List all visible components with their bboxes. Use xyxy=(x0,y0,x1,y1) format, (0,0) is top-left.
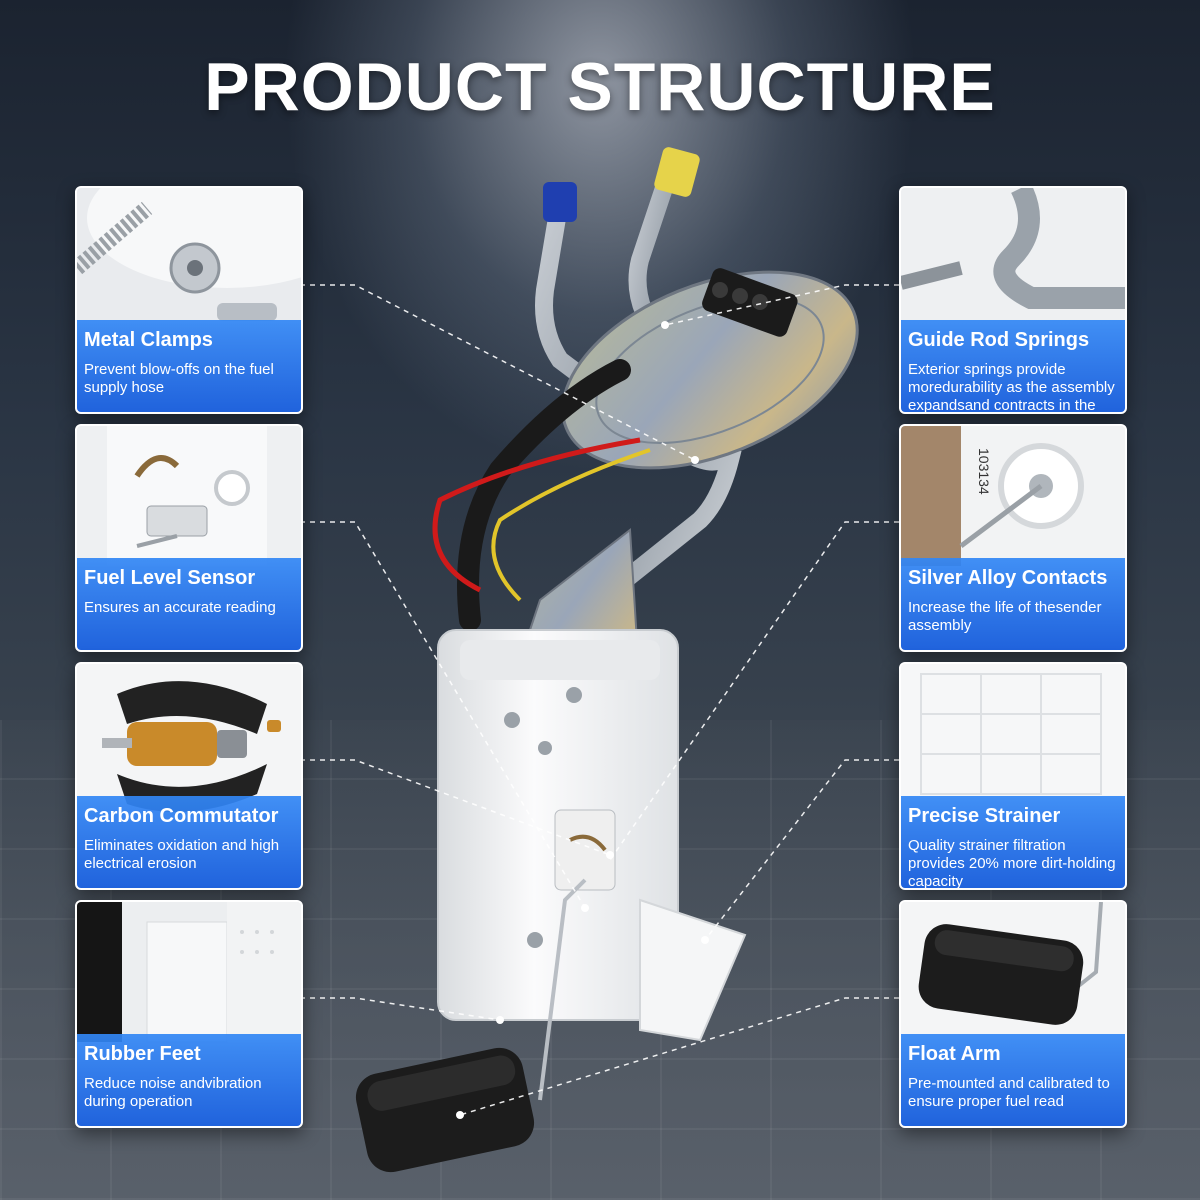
feature-panel xyxy=(901,796,1125,888)
feature-panel xyxy=(77,1034,301,1126)
feature-title: Metal Clamps xyxy=(84,329,213,351)
feature-title: Silver Alloy Contacts xyxy=(908,567,1108,589)
feature-card-metal-clamps: Metal Clamps Prevent blow-offs on the fu… xyxy=(75,186,303,414)
feature-panel xyxy=(901,1034,1125,1126)
feature-title: Fuel Level Sensor xyxy=(84,567,256,589)
feature-panel xyxy=(77,796,301,888)
feature-card-fuel-level-sensor: Fuel Level Sensor Ensures an accurate re… xyxy=(75,424,303,652)
feature-description: Prevent blow-offs on the fuel supply hos… xyxy=(84,361,274,396)
feature-panel xyxy=(77,320,301,412)
strainer xyxy=(639,898,747,1042)
feature-card-float-arm: Float Arm Pre-mounted and calibrated to … xyxy=(899,900,1127,1128)
feature-title: Precise Strainer xyxy=(908,805,1061,827)
part-number: 103134 xyxy=(976,448,992,495)
feature-title: Carbon Commutator xyxy=(84,805,279,827)
feature-card-guide-rod-springs: Guide Rod Springs Exterior springs provi… xyxy=(899,186,1127,414)
blue-cap xyxy=(543,182,577,222)
fuel-pump-assembly-illustration xyxy=(355,147,859,1173)
feature-title: Float Arm xyxy=(908,1043,1001,1065)
feature-title: Guide Rod Springs xyxy=(908,329,1090,351)
feature-description: Increase the life of thesender assembly xyxy=(908,599,1102,634)
yellow-cap xyxy=(654,147,700,197)
feature-description: Pre-mounted and calibrated to ensure pro… xyxy=(908,1075,1110,1110)
feature-description: Exterior springs provide moredurability … xyxy=(908,361,1115,414)
feature-card-precise-strainer: Precise Strainer Quality strainer filtra… xyxy=(899,662,1127,890)
feature-panel xyxy=(77,558,301,650)
feature-description: Ensures an accurate reading xyxy=(84,599,276,616)
feature-description: Eliminates oxidation and high electrical… xyxy=(84,837,280,872)
feature-card-silver-alloy-contacts: 103134 Silver Alloy Contacts Increase th… xyxy=(899,424,1127,652)
feature-description: Quality strainer filtration provides 20%… xyxy=(908,837,1116,890)
feature-card-carbon-commutator: Carbon Commutator Eliminates oxidation a… xyxy=(75,662,303,890)
feature-description: Reduce noise andvibration during operati… xyxy=(84,1075,262,1110)
feature-card-rubber-feet: Rubber Feet Reduce noise andvibration du… xyxy=(75,900,303,1128)
feature-title: Rubber Feet xyxy=(84,1043,201,1065)
feature-panel xyxy=(901,320,1125,412)
page-title: PRODUCT STRUCTURE xyxy=(204,49,996,125)
feature-panel xyxy=(901,558,1125,650)
